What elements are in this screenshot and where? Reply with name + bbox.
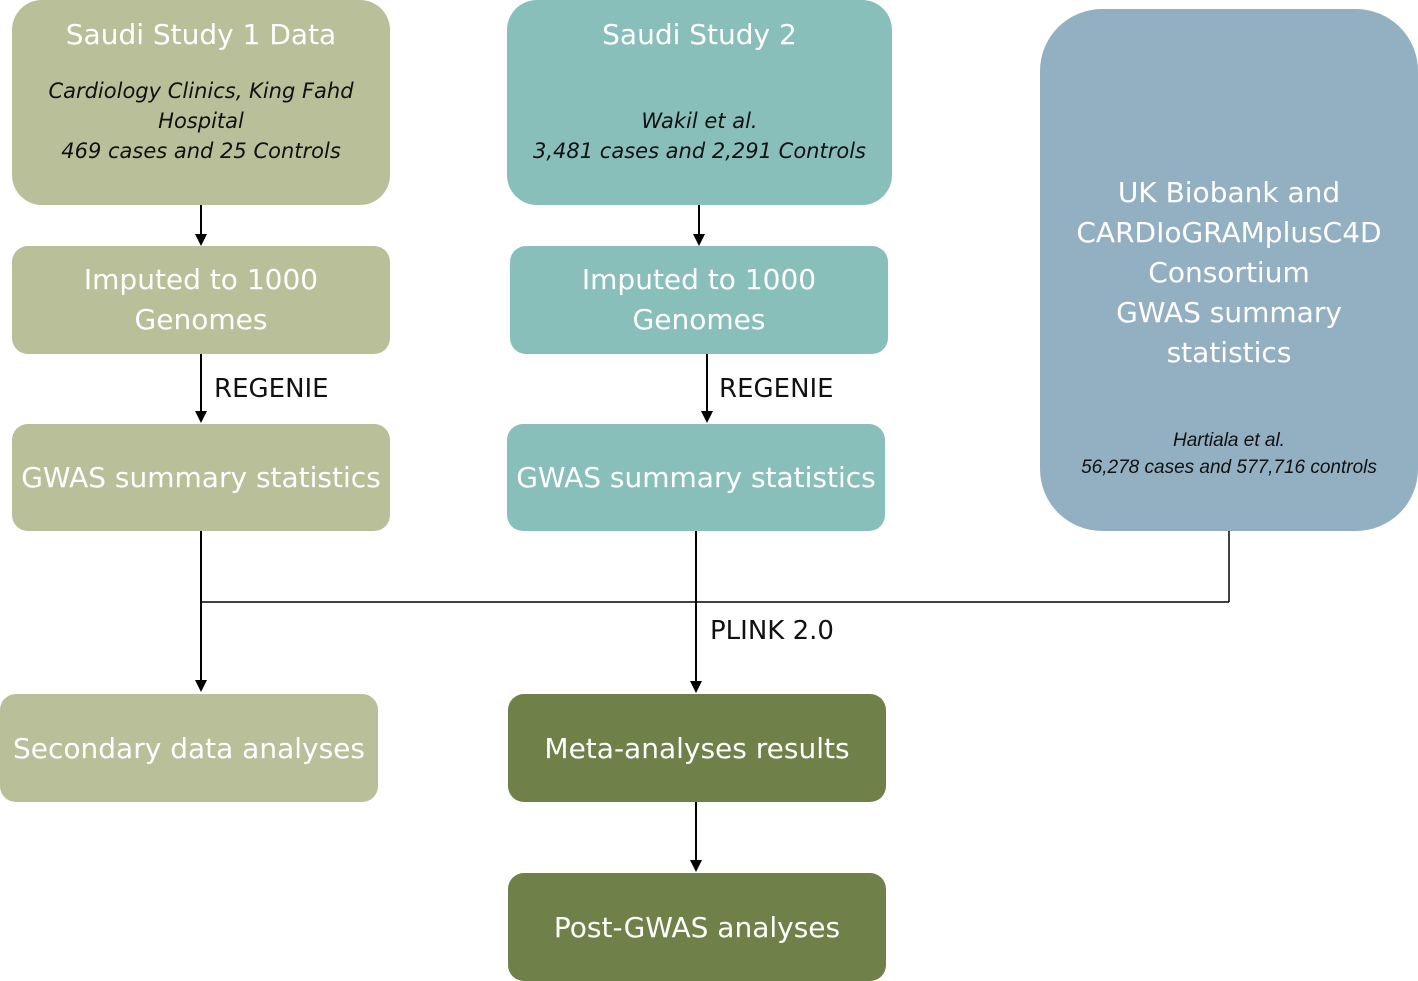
gwas-summary-2-box: GWAS summary statistics — [507, 424, 885, 531]
saudi-study-1-detail-3: 469 cases and 25 Controls — [61, 139, 341, 163]
imputed-2-box: Imputed to 1000 Genomes — [510, 246, 888, 354]
plink-label: PLINK 2.0 — [710, 616, 834, 646]
uk-biobank-line-5: statistics — [1166, 336, 1292, 369]
saudi-study-2-detail-1: Wakil et al. — [641, 109, 758, 133]
saudi-study-1-detail-2: Hospital — [158, 109, 244, 133]
regenie-label-1: REGENIE — [214, 374, 329, 404]
secondary-analyses-box: Secondary data analyses — [0, 694, 378, 802]
gwas-summary-1-box: GWAS summary statistics — [12, 424, 390, 531]
saudi-study-1-title: Saudi Study 1 Data — [65, 18, 337, 51]
imputed-1-line-2: Genomes — [134, 303, 268, 336]
uk-biobank-line-3: Consortium — [1148, 256, 1310, 289]
regenie-label-2: REGENIE — [719, 374, 834, 404]
uk-biobank-box: UK Biobank and CARDIoGRAMplusC4D Consort… — [1040, 9, 1418, 531]
meta-analyses-label: Meta-analyses results — [544, 731, 850, 765]
saudi-study-2-detail-2: 3,481 cases and 2,291 Controls — [533, 139, 866, 163]
imputed-1-line-1: Imputed to 1000 — [83, 263, 319, 296]
uk-biobank-line-2: CARDIoGRAMplusC4D — [1076, 216, 1382, 249]
saudi-study-2-title: Saudi Study 2 — [602, 18, 797, 51]
meta-analyses-box: Meta-analyses results — [508, 694, 886, 802]
gwas-summary-2-label: GWAS summary statistics — [516, 461, 876, 494]
saudi-study-2-box: Saudi Study 2 Wakil et al. 3,481 cases a… — [507, 0, 892, 205]
uk-biobank-line-4: GWAS summary — [1116, 296, 1342, 329]
saudi-study-1-detail-1: Cardiology Clinics, King Fahd — [48, 79, 354, 103]
saudi-study-1-box: Saudi Study 1 Data Cardiology Clinics, K… — [12, 0, 390, 205]
imputed-1-box: Imputed to 1000 Genomes — [12, 246, 390, 354]
uk-biobank-detail-1: Hartiala et al. — [1173, 430, 1285, 451]
imputed-2-line-1: Imputed to 1000 — [581, 263, 817, 296]
secondary-analyses-label: Secondary data analyses — [13, 731, 365, 765]
uk-biobank-line-1: UK Biobank and — [1117, 176, 1341, 209]
gwas-summary-1-label: GWAS summary statistics — [21, 461, 381, 494]
post-gwas-label: Post-GWAS analyses — [553, 910, 841, 944]
post-gwas-box: Post-GWAS analyses — [508, 873, 886, 981]
uk-biobank-detail-2: 56,278 cases and 577,716 controls — [1081, 457, 1377, 478]
imputed-2-line-2: Genomes — [632, 303, 766, 336]
